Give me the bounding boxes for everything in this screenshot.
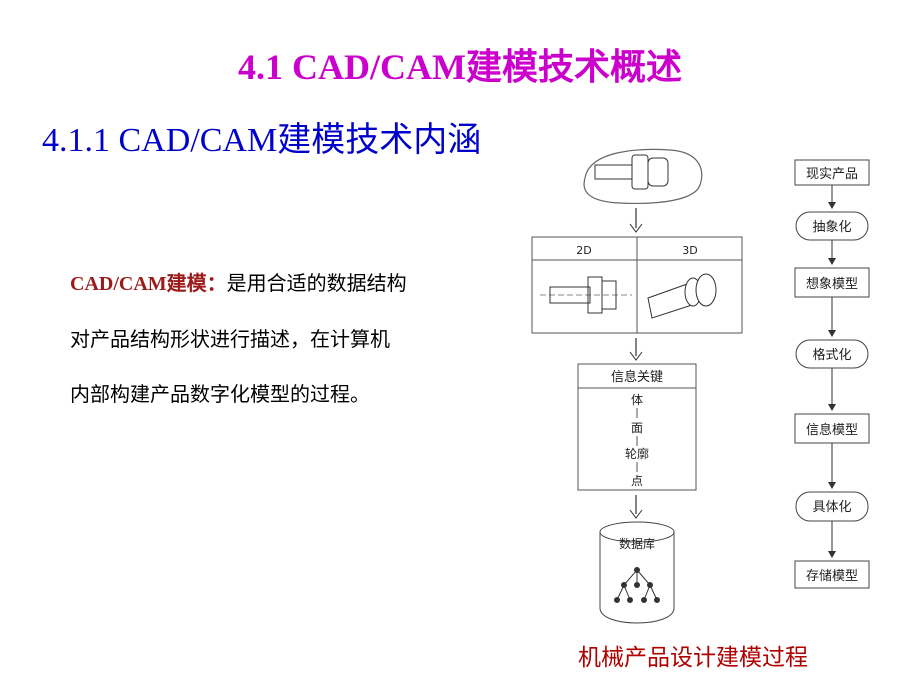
flow-step-real-product-label: 现实产品 bbox=[806, 167, 858, 182]
figure-caption: 机械产品设计建模过程 bbox=[578, 645, 808, 671]
flow-step-concretization bbox=[795, 491, 869, 522]
info-level-contour: 轮廓 bbox=[625, 446, 649, 461]
info-key-label: 信息关键 bbox=[611, 369, 663, 385]
page-title: 4.1 CAD/CAM建模技术概述 bbox=[238, 47, 682, 87]
definition-line-3: 内部构建产品数字化模型的过程。 bbox=[70, 382, 370, 406]
definition-line-1: 是用合适的数据结构 bbox=[226, 271, 407, 295]
tree-icon bbox=[614, 567, 660, 603]
flow-step-imagined-model bbox=[794, 267, 870, 298]
definition-term: CAD/CAM建模： bbox=[70, 273, 227, 295]
down-arrow-3 bbox=[629, 495, 643, 519]
info-level-point: 点 bbox=[631, 474, 643, 488]
view-3d-label: 3D bbox=[682, 244, 697, 257]
flow-step-info-model-label: 信息模型 bbox=[806, 422, 858, 438]
flow-step-storage-model bbox=[794, 560, 870, 589]
flow-step-imagined-model-label: 想象模型 bbox=[806, 276, 858, 292]
flow-step-formatting bbox=[795, 339, 869, 369]
info-key-box: 信息关键 体 面 轮廓 点 bbox=[577, 363, 697, 491]
down-arrow-1 bbox=[629, 208, 643, 233]
flow-chart: 现实产品 抽象化 想象模型 格式化 信息模型 具体化 存储模型 bbox=[794, 159, 870, 589]
info-level-body: 体 bbox=[631, 393, 643, 407]
flow-step-info-model bbox=[794, 413, 870, 444]
flow-step-abstraction bbox=[795, 211, 869, 241]
flow-step-storage-model-label: 存储模型 bbox=[806, 569, 858, 584]
info-level-face: 面 bbox=[631, 421, 643, 435]
flow-step-real-product bbox=[794, 159, 870, 186]
flow-step-abstraction-label: 抽象化 bbox=[812, 220, 851, 235]
definition-line-2: 对产品结构形状进行描述，在计算机 bbox=[70, 327, 390, 351]
database-cylinder: 数据库 bbox=[599, 521, 675, 624]
flow-step-concretization-label: 具体化 bbox=[812, 500, 851, 515]
down-arrow-2 bbox=[629, 338, 643, 361]
database-label: 数据库 bbox=[619, 536, 655, 551]
real-part-sketch bbox=[583, 148, 703, 204]
view-2d-label: 2D bbox=[576, 244, 591, 257]
definition-paragraph: CAD/CAM建模：是用合适的数据结构 对产品结构形状进行描述，在计算机 内部构… bbox=[70, 256, 510, 422]
section-subtitle: 4.1.1 CAD/CAM建模技术内涵 bbox=[42, 122, 482, 159]
flow-step-formatting-label: 格式化 bbox=[812, 347, 851, 363]
view-box: 2D 3D bbox=[531, 236, 743, 334]
